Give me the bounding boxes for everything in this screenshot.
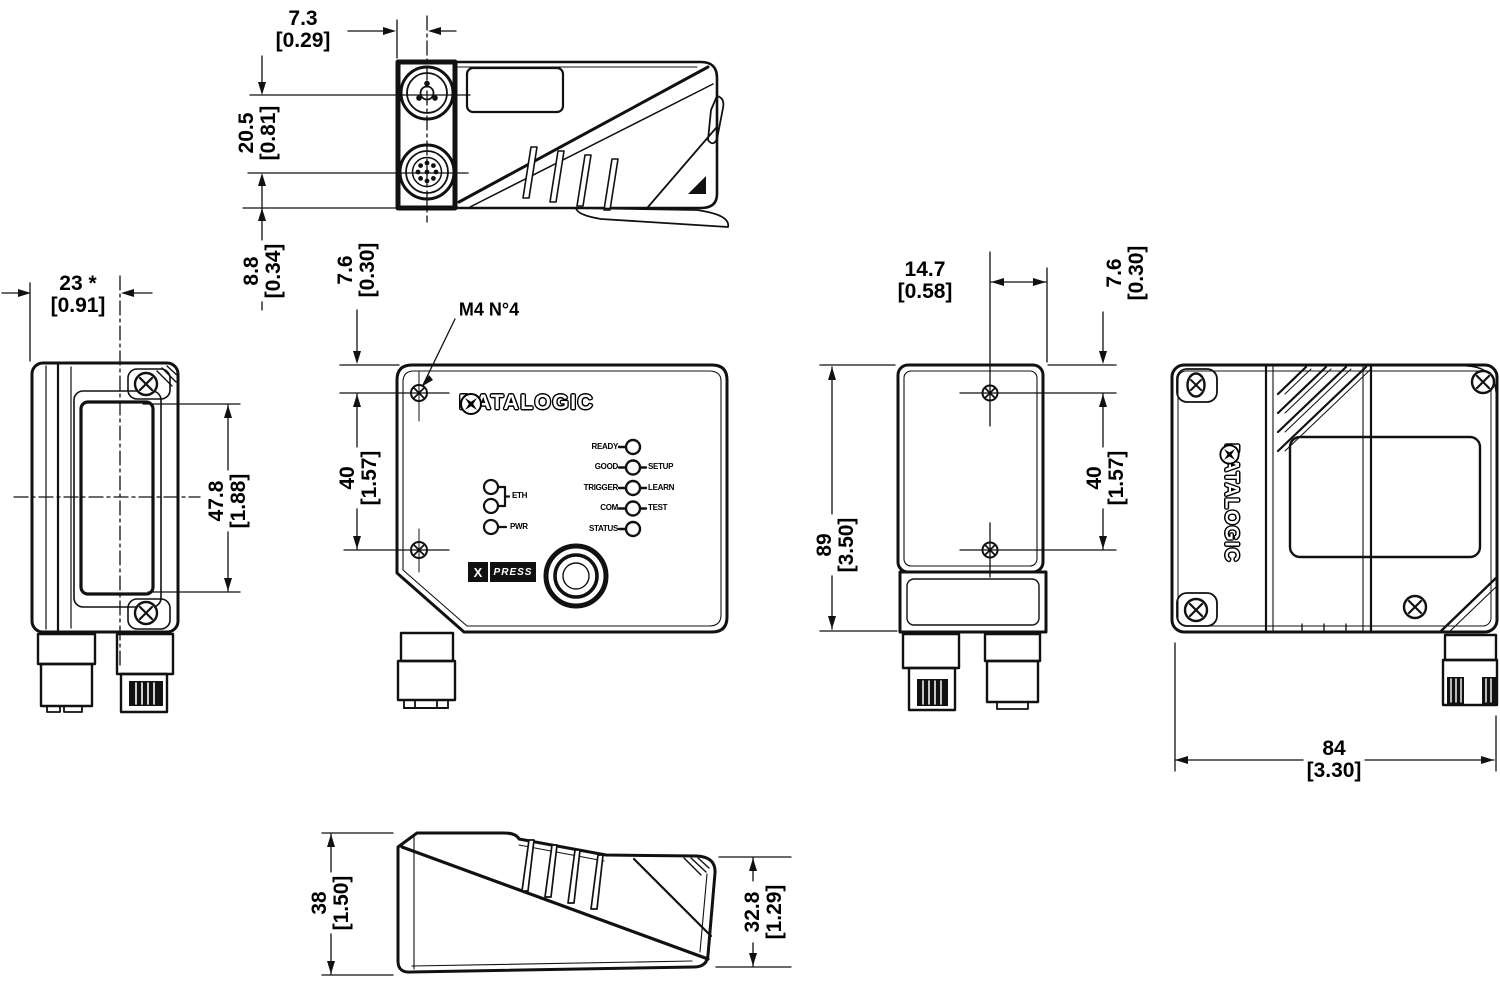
xpress-button [543, 543, 609, 609]
dim-optical-axis: 23 * [0.91] [50, 272, 106, 317]
thread-callout: M4 N°4 [458, 299, 520, 320]
dim-connector-edge: 8.8 [0.34] [240, 240, 285, 302]
led-label-trigger: TRIGGER [583, 483, 619, 492]
cable-connector [396, 631, 457, 709]
dim-connector-spacing: 20.5 [0.81] [235, 105, 280, 161]
led-label-setup: SETUP [648, 462, 674, 471]
led-label-learn: LEARN [648, 483, 675, 492]
top-label-area [465, 66, 565, 114]
front-view [395, 363, 729, 709]
screw-icon [127, 598, 171, 630]
screw-icon [127, 368, 171, 400]
datalogic-wordmark: DATALOGIC [459, 391, 595, 414]
reading-window [79, 400, 155, 596]
top-view [395, 59, 730, 228]
right-side-view [1170, 363, 1499, 707]
bottom-view [396, 831, 717, 974]
dim-nose-depth: 32.8 [1.29] [741, 881, 786, 943]
led-label-ready: READY [591, 442, 618, 451]
led-label-status: STATUS [588, 524, 618, 533]
back-view [896, 363, 1048, 712]
cable-connector [983, 632, 1042, 710]
dim-back-hole-spacing: 40 [1.57] [1083, 447, 1128, 509]
vent-hatch [1276, 365, 1372, 453]
dim-body-depth: 38 [1.50] [308, 872, 353, 934]
screw-icon [1176, 368, 1218, 403]
led-label-test: TEST [648, 503, 668, 512]
led-label-pwr: PWR [510, 522, 528, 531]
cable-connector [901, 632, 961, 712]
xpress-badge-x: X [468, 562, 488, 582]
cable-connector [36, 632, 97, 713]
led-indicators [617, 438, 648, 538]
datalogic-icon [1219, 444, 1240, 465]
dim-back-hole-top: 7.6 [0.30] [1103, 245, 1148, 301]
screw-icon [1466, 365, 1497, 395]
datalogic-logo: DATALOGIC [459, 391, 595, 415]
bottom-vent-slots [521, 839, 604, 910]
left-side-view [30, 361, 180, 714]
dim-body-height: 89 [3.50] [813, 514, 858, 576]
datalogic-icon [460, 393, 482, 415]
datalogic-logo-side: DATALOGIC [1219, 443, 1242, 563]
cable-connector [115, 632, 175, 714]
screw-icon [1176, 592, 1218, 627]
led-label-eth: ETH [512, 491, 528, 500]
led-label-good: GOOD [594, 462, 619, 471]
dim-window-height: 47.8 [1.88] [205, 470, 250, 532]
dim-body-width: 84 [3.30] [1303, 738, 1365, 782]
side-window [1288, 435, 1482, 559]
led-label-com: COM [600, 503, 618, 512]
dim-connector-offset: 7.3 [0.29] [275, 7, 331, 52]
dim-back-hole-side: 14.7 [0.58] [897, 258, 953, 303]
cable-connector [1441, 633, 1499, 707]
mounting-hole-icon [410, 370, 428, 422]
screw-icon [1402, 594, 1428, 620]
dimension-arrows [18, 27, 1494, 974]
dim-front-hole-spacing: 40 [1.57] [336, 447, 381, 509]
eth-pwr-leds [482, 478, 511, 536]
dim-front-hole-top: 7.6 [0.30] [334, 242, 379, 298]
xpress-badge-press: PRESS [490, 562, 536, 582]
top-vent-slots [522, 146, 619, 211]
